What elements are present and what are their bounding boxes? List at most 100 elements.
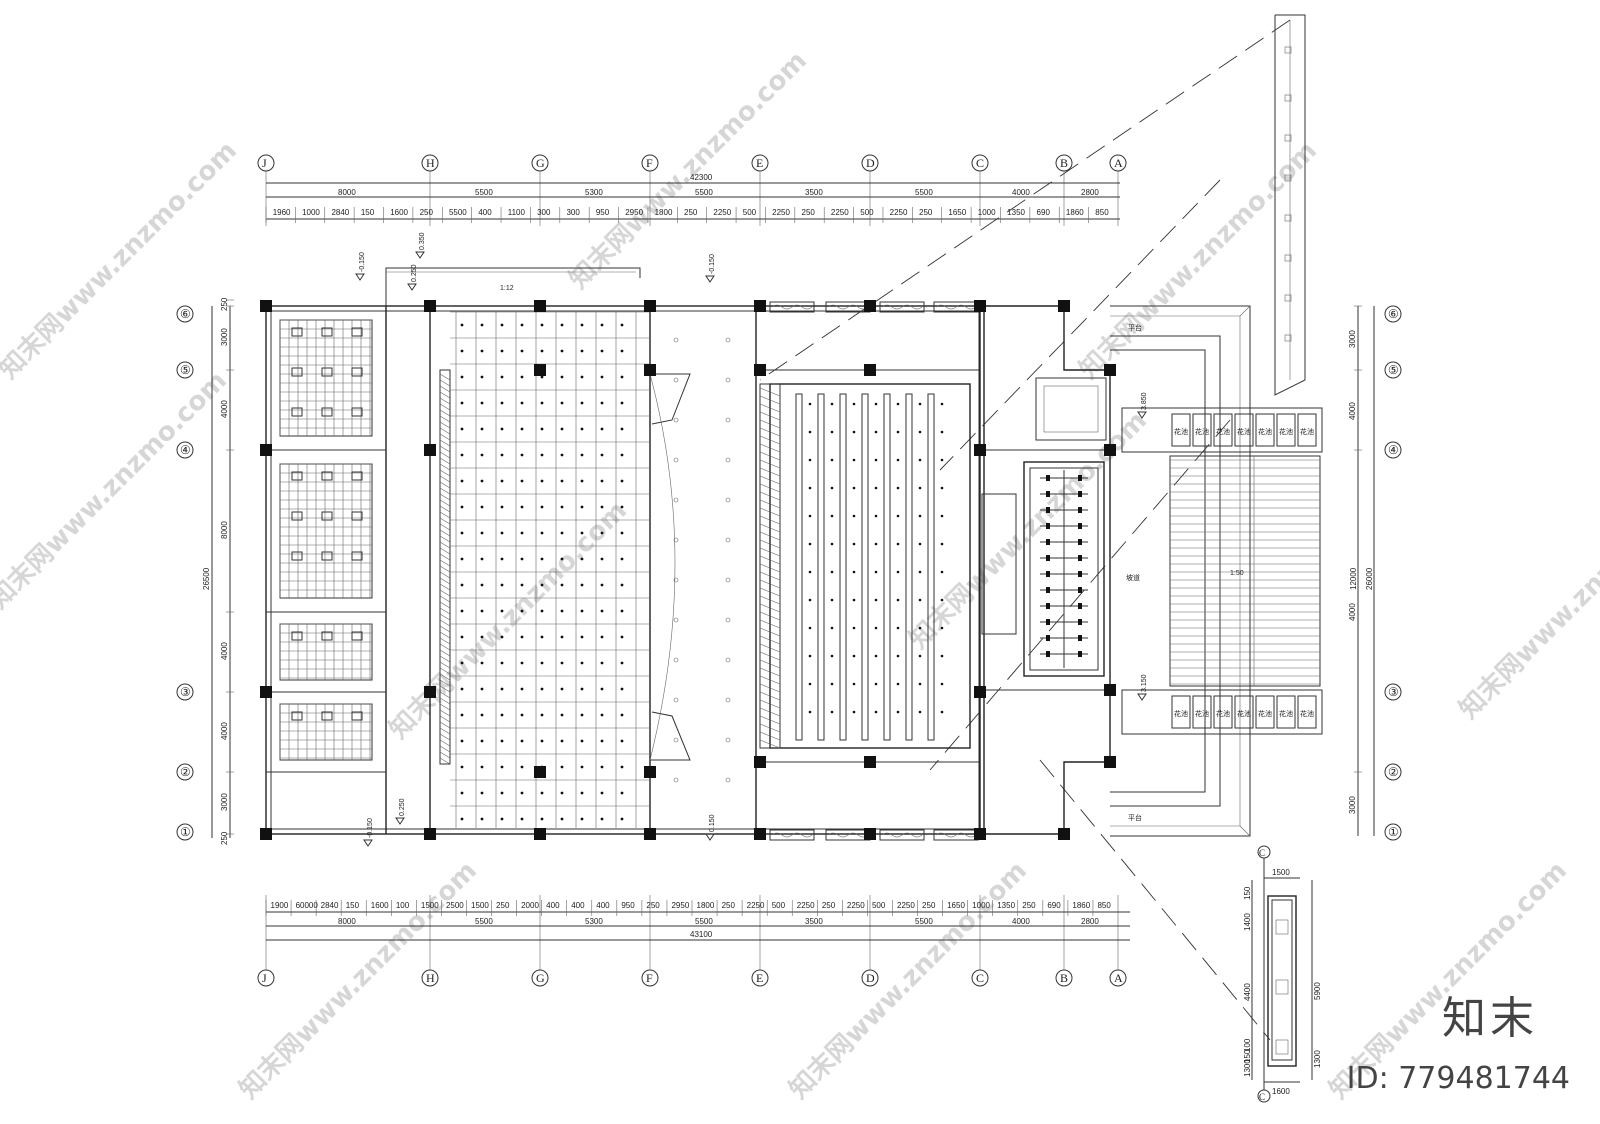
light-fixture bbox=[291, 511, 303, 521]
seat-light bbox=[580, 609, 584, 613]
dim-text: 4000 bbox=[220, 400, 229, 418]
dim-text: 1600 bbox=[390, 208, 408, 217]
axis-label: ④ bbox=[1388, 443, 1399, 457]
axis-label: ① bbox=[1388, 825, 1399, 839]
seat-light bbox=[580, 791, 584, 795]
stage-light bbox=[874, 570, 878, 574]
stage-light bbox=[830, 626, 834, 630]
dim-text: 250 bbox=[922, 901, 936, 910]
plaza-steps bbox=[1170, 459, 1320, 685]
seat-light bbox=[480, 479, 484, 483]
downlight bbox=[725, 497, 731, 503]
hatch-line bbox=[439, 397, 451, 405]
hatch-line bbox=[439, 541, 451, 549]
planter-label: 花池 bbox=[1237, 709, 1251, 718]
level-text: 0.250 bbox=[399, 798, 406, 816]
light-fixture bbox=[291, 407, 303, 417]
dim-text: 950 bbox=[596, 208, 610, 217]
dim-text: 250 bbox=[722, 901, 736, 910]
seat-light bbox=[500, 661, 504, 665]
light-fixture bbox=[291, 367, 303, 377]
seat-light bbox=[560, 583, 564, 587]
seat-light bbox=[620, 479, 624, 483]
building-outline bbox=[265, 267, 1111, 835]
light-fixture bbox=[351, 511, 363, 521]
level-triangle bbox=[705, 275, 715, 283]
dim-text: 5300 bbox=[585, 188, 603, 197]
level-triangle bbox=[407, 283, 417, 291]
hatch-line bbox=[759, 571, 781, 581]
seat-light bbox=[580, 817, 584, 821]
planter-label: 花池 bbox=[1279, 709, 1293, 718]
seat-light bbox=[600, 817, 604, 821]
hatch-line bbox=[439, 757, 451, 765]
dim-text: 1650 bbox=[947, 901, 965, 910]
seat-light bbox=[620, 765, 624, 769]
stage-light bbox=[808, 542, 812, 546]
hatch-line bbox=[439, 673, 451, 681]
hatch-line bbox=[759, 387, 781, 397]
hatch-line bbox=[759, 659, 781, 669]
seat-light bbox=[520, 583, 524, 587]
dim-text: 250 bbox=[646, 901, 660, 910]
structural-columns bbox=[260, 300, 1116, 840]
right-mid-dim: 12000 bbox=[1349, 567, 1358, 590]
stage-light bbox=[896, 710, 900, 714]
dim-text: 250 bbox=[496, 901, 510, 910]
dim-text: 4000 bbox=[1012, 188, 1030, 197]
seat-light bbox=[600, 427, 604, 431]
seat-light bbox=[600, 453, 604, 457]
seat-light bbox=[500, 817, 504, 821]
seat-light bbox=[560, 375, 564, 379]
seat-light bbox=[560, 401, 564, 405]
hatch-line bbox=[759, 563, 781, 573]
window-curtain bbox=[827, 304, 869, 310]
seat-light bbox=[620, 557, 624, 561]
seat-light bbox=[580, 453, 584, 457]
stage-light bbox=[808, 458, 812, 462]
axis-bubble bbox=[176, 305, 194, 323]
seat-light bbox=[560, 557, 564, 561]
seat-light bbox=[480, 557, 484, 561]
seat-light bbox=[500, 687, 504, 691]
planter-box bbox=[1234, 695, 1254, 729]
hatch-line bbox=[439, 517, 451, 525]
stage-light bbox=[896, 598, 900, 602]
seat-light bbox=[580, 427, 584, 431]
stage-light bbox=[852, 570, 856, 574]
auditorium-grid bbox=[439, 311, 731, 828]
seat-light bbox=[480, 713, 484, 717]
seat-light bbox=[600, 375, 604, 379]
stage-frame bbox=[769, 383, 971, 749]
watermark-text: 知末网www.znzmo.com bbox=[1074, 136, 1323, 385]
stage-light bbox=[918, 514, 922, 518]
ramp-slope-label: 1:12 bbox=[500, 285, 514, 292]
dim-text: 2950 bbox=[671, 901, 689, 910]
hatch-line bbox=[439, 487, 451, 495]
stage-light bbox=[808, 598, 812, 602]
seat-light bbox=[620, 635, 624, 639]
axis-label: E bbox=[756, 156, 763, 170]
column bbox=[424, 686, 436, 698]
axis-label: E bbox=[756, 971, 763, 985]
seat-light bbox=[500, 765, 504, 769]
stage-light bbox=[808, 710, 812, 714]
seat-light bbox=[520, 557, 524, 561]
stage-light bbox=[808, 654, 812, 658]
watermark-text: 知末网www.znzmo.com bbox=[0, 136, 243, 385]
axis-label: D bbox=[866, 156, 875, 170]
dim-text: 400 bbox=[546, 901, 560, 910]
hatch-line bbox=[759, 459, 781, 469]
seat-light bbox=[480, 453, 484, 457]
dim-text: 2250 bbox=[890, 208, 908, 217]
dim-text: 1860 bbox=[1072, 901, 1090, 910]
seat-light bbox=[460, 661, 464, 665]
seat-light bbox=[580, 323, 584, 327]
hatch-line bbox=[439, 595, 451, 603]
planter-box bbox=[1255, 413, 1275, 447]
dim-text: 4000 bbox=[1348, 603, 1357, 621]
light-fixture bbox=[321, 551, 333, 561]
light-strip bbox=[927, 393, 935, 741]
